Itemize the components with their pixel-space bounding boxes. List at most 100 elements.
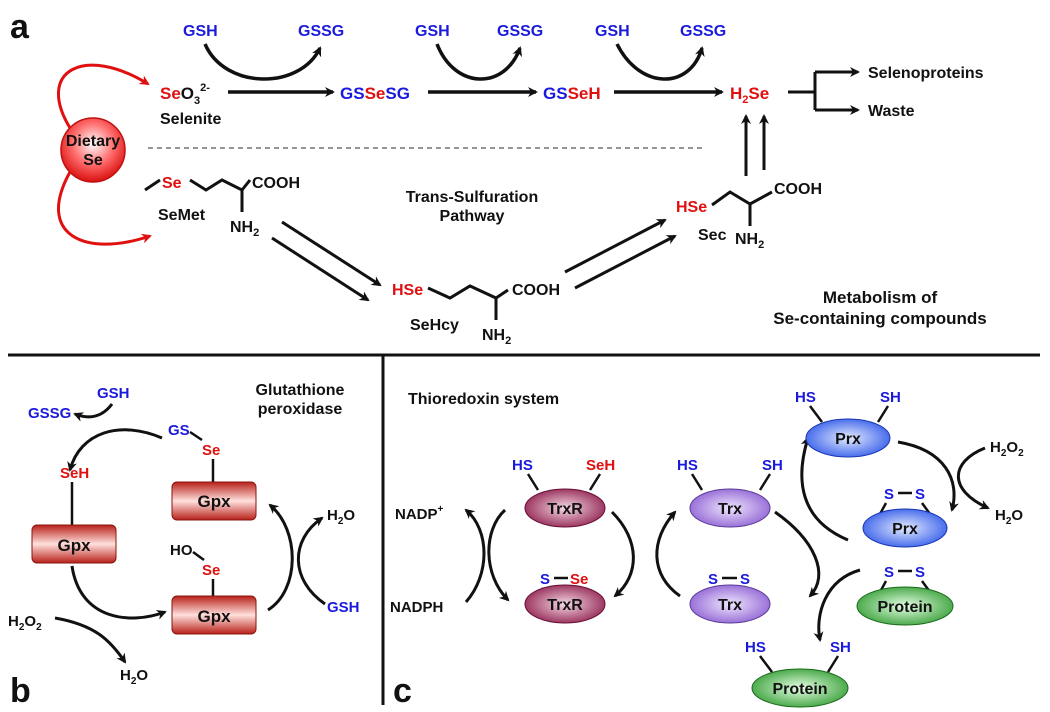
dietary-se-sphere [60, 117, 126, 183]
gpx-main-arc-top [67, 428, 163, 472]
trx-enzyme-bottom [689, 584, 771, 624]
semet-label: SeMet [158, 207, 206, 224]
sehcy-to-sec-arrow-2 [574, 234, 677, 290]
peroxide-to-water-arc [957, 446, 990, 510]
gssg-label-3: GSSG [680, 23, 726, 40]
trx-top-hs: HS [677, 457, 698, 474]
prx-s-left: S [884, 486, 894, 503]
gpx-h2o2: H2O2 [8, 613, 42, 633]
gpx-gs-label: GS [168, 422, 190, 439]
trxr-trx-arc-2 [655, 510, 681, 598]
panel-label-c: c [393, 672, 412, 710]
gpx-gssg: GSSG [28, 405, 71, 422]
sec-label: Sec [698, 227, 727, 244]
prx-label-top: Prx [835, 431, 861, 448]
gpx-gsh-gssg-arc [73, 403, 114, 422]
gsh-label-1: GSH [183, 23, 218, 40]
panel-label-a: a [10, 8, 30, 46]
gpx-right-arc-side [296, 516, 326, 606]
prx-peroxide-arc [897, 440, 959, 512]
gpx-title-line1: Glutathione [256, 382, 345, 399]
trans-sulfuration-line1: Trans-Sulfuration [406, 189, 538, 206]
prx-top-stem-right [876, 405, 890, 423]
trxr-bottom-s: S [540, 571, 550, 588]
trx-enzyme-top [689, 488, 771, 528]
gsh-label-2: GSH [415, 23, 450, 40]
h2se-branch [788, 72, 817, 110]
gpx-label-bottom-right: Gpx [197, 607, 231, 626]
trx-label-bottom: Trx [718, 597, 742, 614]
gpx-h2o-right: H2O [327, 507, 355, 527]
trx-top-stem-left [690, 473, 704, 491]
metabolism-line1: Metabolism of [823, 288, 938, 307]
sehcy-nh2: NH2 [482, 327, 511, 347]
h2se-formula: H2Se [730, 84, 769, 106]
trans-sulfuration-line2: Pathway [440, 208, 505, 225]
gpx-label-top-right: Gpx [197, 492, 231, 511]
sehcy-cooh: COOH [512, 282, 560, 299]
gpx-enzyme-left [31, 524, 117, 564]
sec-hse: HSe [676, 199, 707, 216]
sehcy-bonds [427, 284, 509, 320]
trx-h2o2: H2O2 [990, 439, 1024, 459]
sehcy-hse: HSe [392, 282, 423, 299]
protein-s-left: S [884, 564, 894, 581]
gssg-label-2: GSSG [497, 23, 543, 40]
gpx-bottom-arc [70, 565, 167, 620]
trxr-top-hs: HS [512, 457, 533, 474]
gpx-gsh-top: GSH [97, 385, 130, 402]
protein-s-right: S [915, 564, 925, 581]
gsh-gssg-arc-2 [435, 43, 523, 81]
trx-system-title: Thioredoxin system [408, 391, 559, 408]
nadph-label: NADPH [390, 599, 443, 616]
trx-bottom-s-left: S [708, 571, 718, 588]
trx-top-stem-right [758, 473, 772, 491]
gpx-label-left: Gpx [57, 536, 91, 555]
gsh-gssg-arc-1 [203, 43, 322, 81]
gpx-ho: HO [170, 542, 193, 559]
trx-h2o: H2O [995, 507, 1023, 527]
trxr-label-bottom: TrxR [547, 597, 583, 614]
nadp-label: NADP+ [395, 504, 444, 523]
selenite-label: Selenite [160, 111, 221, 128]
gpx-ho-se-bond [192, 550, 205, 562]
semet-to-sehcy-arrow-1 [281, 220, 382, 287]
gpx-gs-se-bond [189, 430, 203, 442]
prx-label-oxidized: Prx [892, 521, 918, 538]
protein-reduction-arc [813, 568, 861, 642]
semet-cooh: COOH [252, 175, 300, 192]
gpx-seh: SeH [60, 465, 89, 482]
sehcy-label: SeHcy [410, 317, 459, 334]
dietary-to-semet-arrow [57, 171, 152, 246]
gpx-gsh-right: GSH [327, 599, 360, 616]
protein-oxidized [856, 586, 954, 626]
dietary-label-line2: Se [83, 152, 103, 169]
dietary-to-selenite-arrow [57, 63, 150, 129]
sec-cooh: COOH [774, 181, 822, 198]
gpx-enzyme-top-right [171, 481, 257, 521]
protein-reduced [751, 668, 849, 708]
protein-reduced-stem-right [826, 655, 840, 673]
gpx-title-line2: peroxidase [258, 401, 343, 418]
panel-label-b: b [10, 672, 31, 710]
waste-label: Waste [868, 103, 915, 120]
gsh-gssg-arc-3 [615, 43, 705, 81]
protein-label-oxidized: Protein [877, 599, 932, 616]
gpx-se-bottom: Se [202, 562, 220, 579]
semet-se: Se [162, 175, 182, 192]
nadph-nadp-arc-2 [487, 508, 510, 602]
trx-to-protein-arc [774, 510, 821, 598]
trx-prx-arc [800, 436, 849, 542]
protein-reduced-stem-left [759, 655, 773, 673]
prx-enzyme-top [805, 418, 891, 458]
prx-s-right: S [915, 486, 925, 503]
sehcy-to-sec-arrow-1 [564, 218, 667, 274]
sec-bonds [711, 190, 773, 226]
prx-top-stem-left [809, 405, 823, 423]
prx-top-sh: SH [880, 389, 901, 406]
protein-reduced-hs: HS [745, 639, 766, 656]
trxr-enzyme-bottom [524, 584, 606, 624]
trxr-trx-arc-1 [610, 510, 635, 598]
trx-label-top: Trx [718, 501, 742, 518]
